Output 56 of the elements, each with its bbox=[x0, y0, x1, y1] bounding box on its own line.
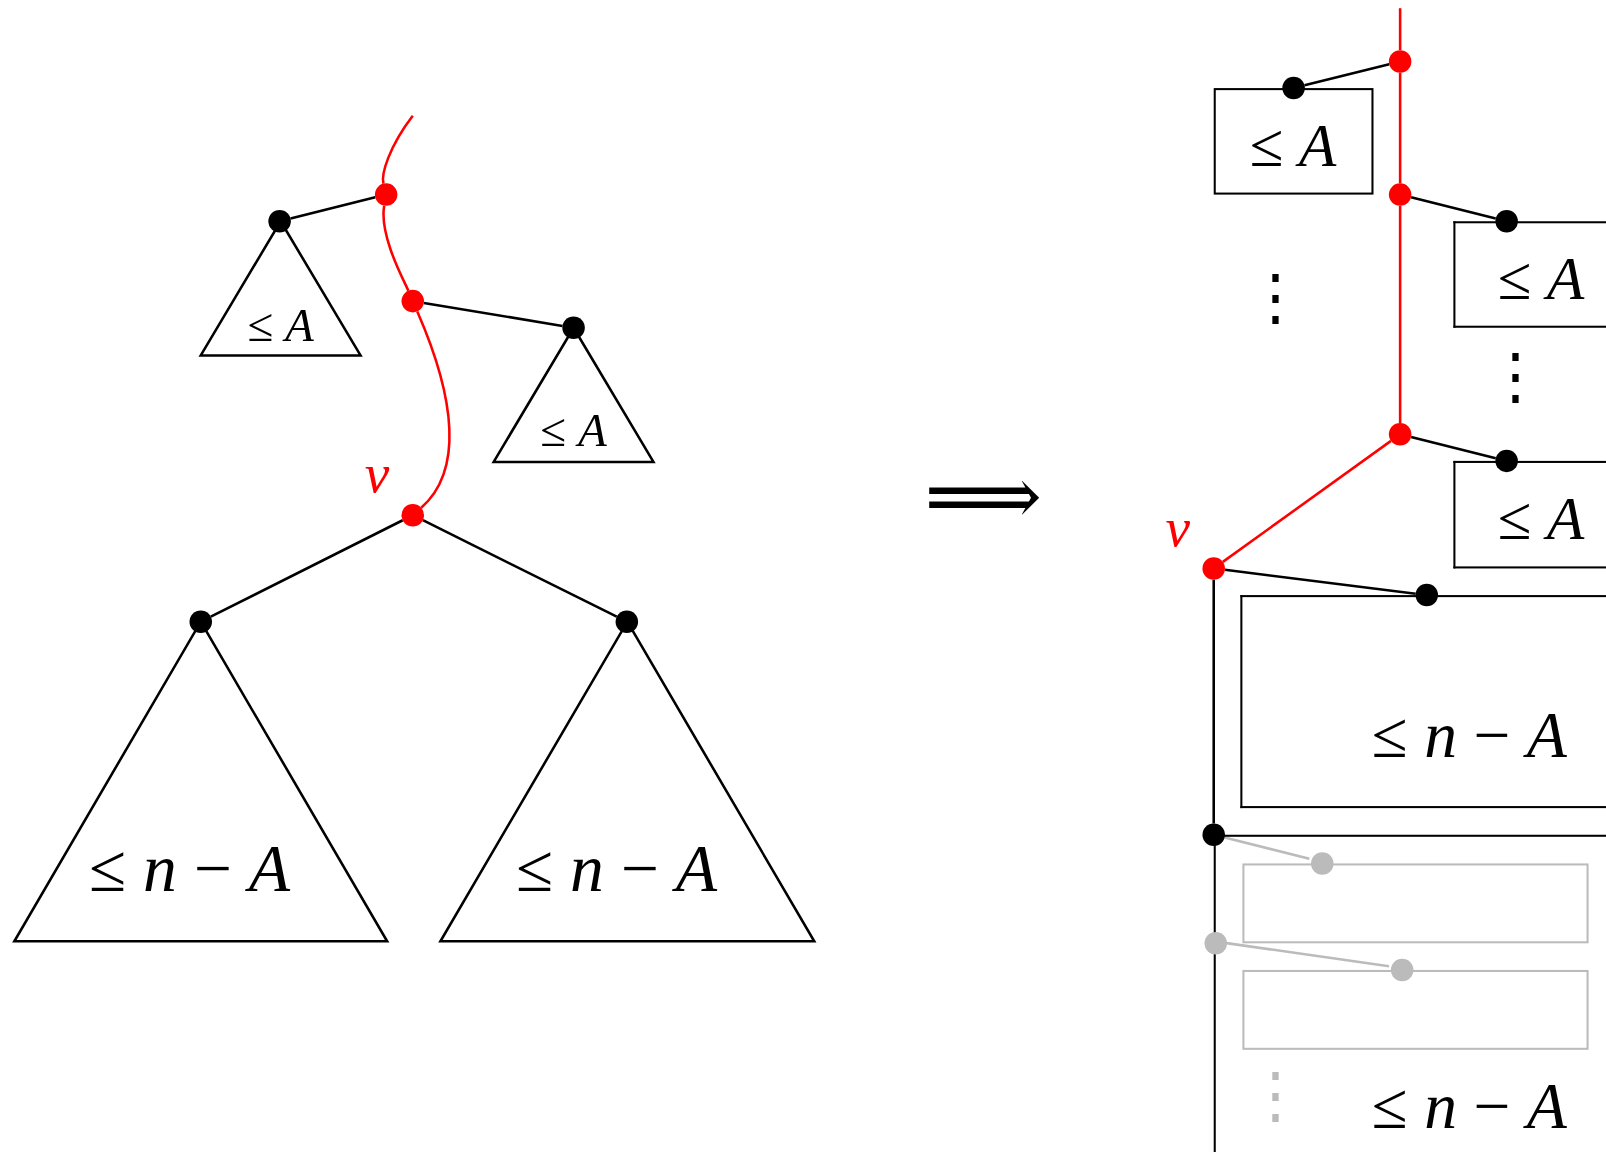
edge-line bbox=[1410, 435, 1496, 460]
edge-line bbox=[416, 310, 451, 509]
vertex-label: v bbox=[364, 445, 390, 501]
subtree-box bbox=[1453, 460, 1606, 569]
edge-line bbox=[1304, 62, 1390, 87]
math-label: ≤ A bbox=[1249, 114, 1337, 176]
vertex-dot bbox=[1495, 209, 1518, 233]
vertex-dot bbox=[401, 289, 425, 313]
ellipsis-dots: ⋮ bbox=[1485, 346, 1547, 408]
edge-line bbox=[1222, 439, 1392, 563]
ellipsis-dots: ⋮ bbox=[1245, 1065, 1307, 1127]
edge-line bbox=[381, 115, 414, 184]
math-label: ≤ n − A bbox=[88, 834, 290, 903]
vertex-dot bbox=[1204, 932, 1228, 955]
vertex-dot bbox=[1311, 852, 1334, 875]
edge-line bbox=[290, 196, 376, 220]
math-label: ≤ A bbox=[247, 302, 314, 350]
vertex-dot bbox=[189, 610, 212, 633]
subtree-box bbox=[1242, 969, 1589, 1050]
math-label: ≤ n − A bbox=[516, 834, 718, 903]
vertex-dot bbox=[562, 316, 585, 339]
vertex-dot bbox=[1390, 958, 1414, 982]
edge-line bbox=[210, 519, 404, 618]
math-label: ≤ A bbox=[1497, 487, 1585, 549]
subtree-box bbox=[1242, 863, 1589, 944]
edge-line bbox=[382, 205, 410, 292]
subtree-box bbox=[1453, 221, 1606, 328]
vertex-dot bbox=[1415, 583, 1438, 607]
edge-line bbox=[1224, 568, 1416, 595]
vertex-dot bbox=[1202, 823, 1225, 846]
math-label: ≤ n − A bbox=[1371, 702, 1567, 768]
vertex-dot bbox=[401, 503, 425, 527]
vertex-label: v bbox=[1165, 499, 1191, 556]
vertex-dot bbox=[268, 209, 291, 233]
vertex-dot bbox=[1495, 449, 1518, 473]
vertex-dot bbox=[374, 183, 398, 206]
vertex-dot bbox=[1388, 50, 1412, 73]
subtree-box bbox=[1240, 595, 1606, 809]
edge-line bbox=[1398, 72, 1402, 184]
ellipsis-dots: ⋮ bbox=[1245, 266, 1307, 328]
math-label: ≤ A bbox=[540, 406, 607, 454]
edge-line bbox=[1410, 196, 1496, 220]
edge-line bbox=[423, 301, 563, 328]
vertex-dot bbox=[1388, 423, 1412, 446]
subtree-box bbox=[1213, 88, 1374, 195]
edge-line bbox=[1398, 8, 1402, 51]
vertex-dot bbox=[1282, 76, 1305, 100]
math-label: ≤ n − A bbox=[1371, 1072, 1567, 1139]
vertex-dot bbox=[1202, 557, 1225, 580]
edge-line bbox=[422, 519, 618, 618]
math-label: ≤ A bbox=[1497, 247, 1585, 309]
implies-symbol: ⟹ bbox=[924, 455, 1042, 538]
vertex-dot bbox=[615, 610, 639, 633]
vertex-dot bbox=[1388, 183, 1412, 206]
edge-line bbox=[1398, 205, 1402, 423]
edge-line bbox=[1212, 579, 1215, 824]
